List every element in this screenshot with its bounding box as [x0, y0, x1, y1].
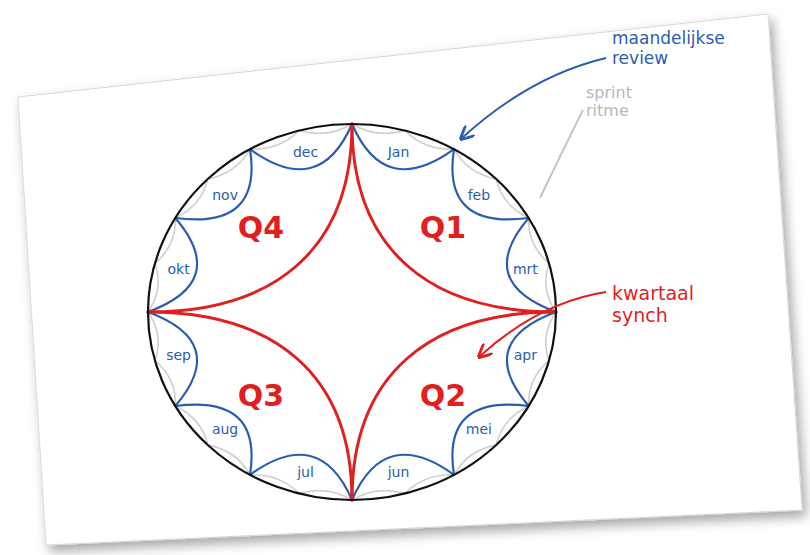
month-cusp: okt — [168, 261, 190, 277]
month-cusp: sep — [166, 347, 191, 363]
month-cusp: aug — [212, 421, 238, 437]
leader-line — [462, 58, 606, 138]
quarter-region: Q3 — [238, 379, 284, 413]
quarter-label: Q3 — [238, 379, 284, 413]
callout-note: sprint ritme — [586, 84, 648, 120]
quarter-region: Q4 — [238, 211, 284, 245]
month-label: dec — [293, 144, 318, 160]
month-label: mei — [466, 421, 492, 437]
leader-line — [480, 292, 606, 356]
quarter-region: Q1 — [420, 211, 466, 245]
month-label: sep — [166, 347, 191, 363]
quarter-label: Q1 — [420, 211, 466, 245]
month-arc — [452, 149, 528, 219]
month-label: okt — [168, 261, 190, 277]
month-label: Jan — [388, 144, 410, 160]
month-label: apr — [514, 347, 537, 363]
quarter-label: Q4 — [238, 211, 284, 245]
month-label: jul — [297, 464, 314, 480]
callout-note: maandelijkse review — [612, 28, 747, 68]
month-label: mrt — [513, 261, 538, 277]
month-arc — [175, 405, 251, 475]
leader-line — [540, 110, 583, 198]
month-cusp: nov — [212, 187, 238, 203]
quarter-region: Q2 — [420, 379, 466, 413]
quarter-curve — [148, 124, 352, 312]
month-cusp: mrt — [513, 261, 538, 277]
month-cusp: jul — [297, 464, 314, 480]
month-cusp: jun — [388, 464, 410, 480]
month-arc — [175, 149, 251, 219]
month-label: jun — [388, 464, 410, 480]
month-cusp: dec — [293, 144, 318, 160]
quarter-label: Q2 — [420, 379, 466, 413]
quarter-curve — [352, 312, 556, 500]
year-circle — [148, 124, 556, 500]
month-label: feb — [468, 187, 490, 203]
month-label: aug — [212, 421, 238, 437]
month-arc — [452, 405, 528, 475]
month-cusp: Jan — [388, 144, 410, 160]
month-label: nov — [212, 187, 238, 203]
month-cusp: apr — [514, 347, 537, 363]
month-cusp: feb — [468, 187, 490, 203]
paper-card — [18, 14, 802, 545]
quarter-curve — [148, 312, 352, 500]
quarter-curve — [352, 124, 556, 312]
month-cusp: mei — [466, 421, 492, 437]
callout-note: kwartaal synch — [612, 282, 717, 326]
